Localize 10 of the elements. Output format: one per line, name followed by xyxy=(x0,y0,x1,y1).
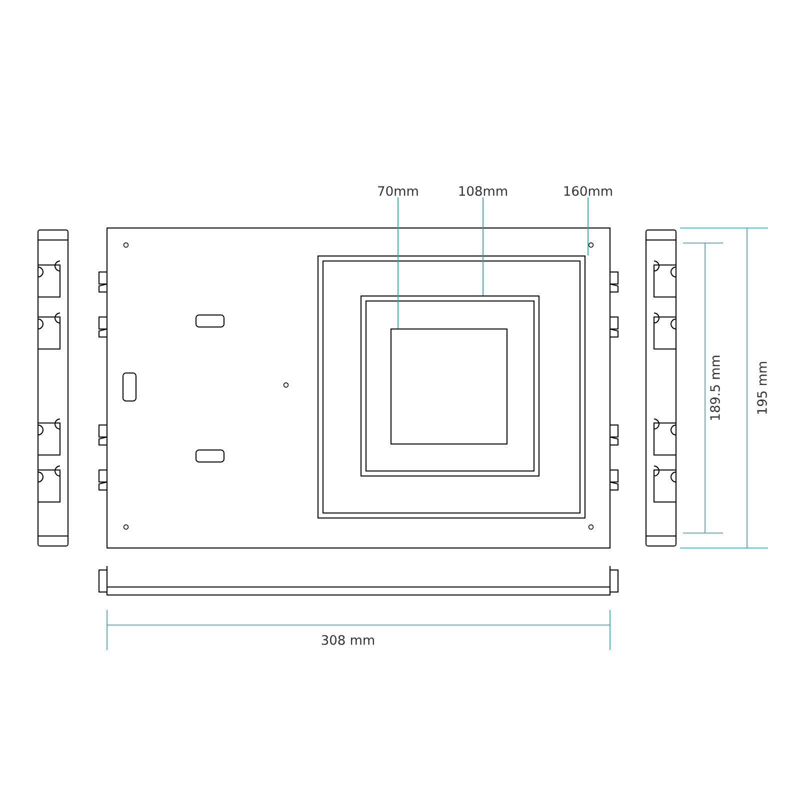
square-frame xyxy=(318,256,586,518)
square-frame xyxy=(360,296,540,476)
dimension-label: 189.5 mm xyxy=(710,356,720,420)
square-opening xyxy=(390,328,508,444)
dimension-label: 160mm xyxy=(564,186,612,196)
dimension-label: 70mm xyxy=(378,186,418,196)
dimension-label: 108mm xyxy=(459,186,507,196)
dimension-label: 195 mm xyxy=(757,362,767,414)
leader-line xyxy=(482,196,484,296)
dimension-label: 308 mm xyxy=(322,635,374,645)
